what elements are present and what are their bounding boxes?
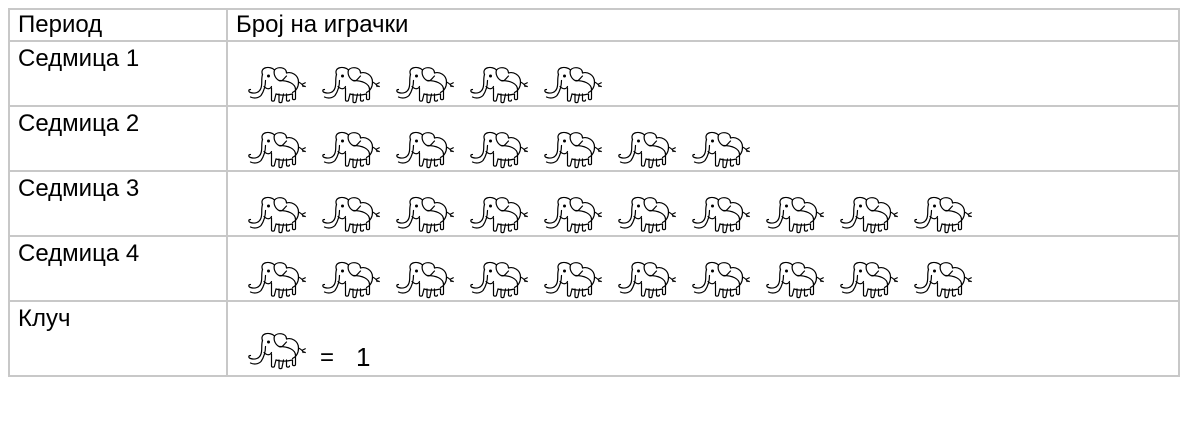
elephant-icon <box>314 129 386 171</box>
row-label: Седмица 2 <box>18 110 140 137</box>
elephant-icon <box>314 194 386 236</box>
row-icons-cell <box>226 235 1180 302</box>
row-label-cell: Седмица 2 <box>8 105 228 172</box>
row-label-cell: Седмица 1 <box>8 40 228 107</box>
row-label: Седмица 3 <box>18 175 140 202</box>
elephant-icon <box>906 194 978 236</box>
elephant-icon <box>240 129 312 171</box>
elephant-icon <box>462 64 534 106</box>
elephant-icon <box>832 259 904 301</box>
elephant-icon <box>684 129 756 171</box>
row-label: Седмица 4 <box>18 240 140 267</box>
elephant-icon <box>906 259 978 301</box>
elephant-icon <box>536 64 608 106</box>
elephant-icon <box>536 259 608 301</box>
icon-strip <box>240 64 608 106</box>
elephant-icon <box>462 259 534 301</box>
key-label-cell: Клуч <box>8 300 228 377</box>
elephant-icon <box>536 194 608 236</box>
key-row: Клуч = 1 <box>8 300 1180 377</box>
row-icons-cell <box>226 40 1180 107</box>
data-row: Седмица 1 <box>8 40 1180 107</box>
elephant-icon <box>610 194 682 236</box>
elephant-icon <box>610 259 682 301</box>
header-row: Период Број на играчки <box>8 8 1180 42</box>
header-cell-period: Период <box>8 8 228 42</box>
row-label-cell: Седмица 4 <box>8 235 228 302</box>
elephant-icon <box>832 194 904 236</box>
elephant-icon <box>610 129 682 171</box>
elephant-icon <box>314 64 386 106</box>
elephant-icon <box>240 259 312 301</box>
elephant-icon <box>388 194 460 236</box>
row-label-cell: Седмица 3 <box>8 170 228 237</box>
elephant-icon <box>240 330 312 372</box>
key-value: 1 <box>356 342 371 372</box>
elephant-icon <box>388 129 460 171</box>
column-header: Период <box>18 11 103 38</box>
elephant-icon <box>462 194 534 236</box>
key-equals: = <box>320 344 335 371</box>
data-row: Седмица 4 <box>8 235 1180 302</box>
column-header: Број на играчки <box>236 11 409 38</box>
elephant-icon <box>462 129 534 171</box>
pictograph-table: Период Број на играчки Седмица 1 Седмица… <box>8 8 1180 377</box>
row-label: Седмица 1 <box>18 45 140 72</box>
elephant-icon <box>388 259 460 301</box>
icon-strip <box>240 259 978 301</box>
elephant-icon <box>240 64 312 106</box>
row-icons-cell <box>226 105 1180 172</box>
elephant-icon <box>758 194 830 236</box>
icon-strip <box>240 129 756 171</box>
elephant-icon <box>314 259 386 301</box>
elephant-icon <box>536 129 608 171</box>
key-cell: = 1 <box>226 300 1180 377</box>
row-icons-cell <box>226 170 1180 237</box>
icon-strip <box>240 194 978 236</box>
header-cell-count: Број на играчки <box>226 8 1180 42</box>
elephant-icon <box>240 194 312 236</box>
data-row: Седмица 2 <box>8 105 1180 172</box>
elephant-icon <box>684 194 756 236</box>
pictograph: Период Број на играчки Седмица 1 Седмица… <box>8 8 1180 377</box>
elephant-icon <box>684 259 756 301</box>
elephant-icon <box>758 259 830 301</box>
data-row: Седмица 3 <box>8 170 1180 237</box>
key-label: Клуч <box>18 305 71 332</box>
elephant-icon <box>388 64 460 106</box>
